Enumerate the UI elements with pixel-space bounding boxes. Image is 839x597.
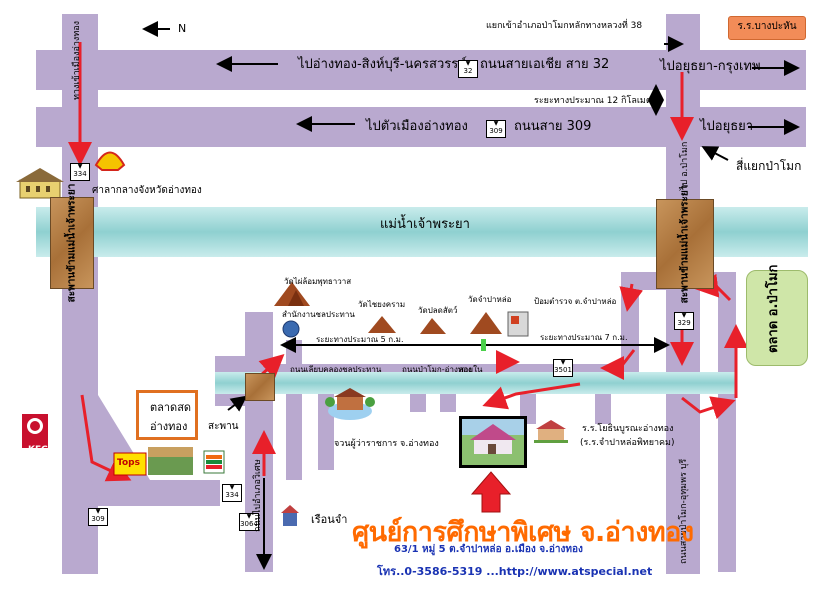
office-seal-icon xyxy=(282,320,300,338)
label-road-along-river: ถนนเลียบคลองชลประทาน xyxy=(290,365,382,374)
shield-3501: ▼3501 xyxy=(553,359,573,377)
seven-eleven-logo xyxy=(203,450,225,474)
label-road-309: ถนนสาย 309 xyxy=(514,119,592,134)
label-distance-12: ระยะทางประมาณ 12 กิโลเมตร xyxy=(534,96,657,106)
label-to-ayutthaya: ไปอยุธยา xyxy=(700,119,754,134)
kfc-logo xyxy=(22,414,48,448)
bridge-left-label: สะพานข้ามแม่น้ำเจ้าพระยา xyxy=(66,183,78,303)
prison-icon xyxy=(281,505,299,526)
shield-334: ▼334 xyxy=(70,163,90,181)
market-line2: อ่างทอง xyxy=(150,420,188,433)
label-temple2: วัดไชยงคราม xyxy=(358,300,406,309)
label-road-pamok-angthong: ถนนป่าโมก-อ่างทอง xyxy=(402,365,472,374)
label-road-saiyai: สายใน xyxy=(459,365,483,374)
shield-309b: ▼309 xyxy=(88,508,108,526)
label-road-3064: ถนนไปอำเภอวิเศษ xyxy=(253,459,263,532)
bridge-right: สะพานข้ามแม่น้ำเจ้าพระยา xyxy=(656,185,714,303)
market-line1: ตลาดสด xyxy=(150,401,192,414)
label-provincial-hall: ศาลากลางจังหวัดอ่างทอง xyxy=(92,185,202,196)
tops-text: Tops xyxy=(117,458,140,468)
north-label: N xyxy=(178,22,187,35)
badge-bang-pahan: ร.ร.บางปะหัน xyxy=(728,16,806,40)
label-distance-7: ระยะทางประมาณ 7 ก.ม. xyxy=(540,333,628,342)
label-temple4: วัดจำปาหล่อ xyxy=(468,295,512,304)
temple-icons xyxy=(274,282,502,334)
label-office: สำนักงานชลประทาน xyxy=(282,310,355,319)
shield-309: ▼309 xyxy=(486,120,506,138)
label-angthong-city-road: ทางเข้าเมืองอ่างทอง xyxy=(72,20,82,100)
shell-logo xyxy=(94,151,126,171)
market-box: ตลาดสด อ่างทอง xyxy=(136,390,198,440)
label-distance-5: ระยะทางประมาณ 5 ก.ม. xyxy=(316,335,404,344)
shield-3064: ▼3064 xyxy=(239,513,259,531)
bridge-right-label: สะพานข้ามแม่น้ำเจ้าพระยา xyxy=(679,184,691,304)
label-river: แม่น้ำเจ้าพระยา xyxy=(380,217,470,232)
green-marker xyxy=(481,339,486,351)
kfc-text: KFC xyxy=(28,445,48,455)
police-booth-icon xyxy=(507,311,529,337)
park-house-icon xyxy=(325,388,375,420)
label-asia32: ถนนสายเอเชีย สาย 32 xyxy=(480,57,610,72)
label-to-ayutthaya-bangkok: ไปอยุธยา-กรุงเทพ xyxy=(660,59,761,74)
shield-32: ▼32 xyxy=(458,60,478,78)
label-pamok-junction: สี่แยกป่าโมก xyxy=(736,159,802,173)
pamok-market-box: ตลาด อ.ป่าโมก xyxy=(746,265,808,366)
school-address: 63/1 หมู่ 5 ต.จำปาหล่อ อ.เมือง จ.อ่างทอง xyxy=(394,544,583,555)
label-to-angthong-singburi: ไปอ่างทอง-สิงห์บุรี-นครสวรรค์ xyxy=(298,57,467,72)
provincial-hall-building xyxy=(16,168,64,199)
bridge-left: สะพานข้ามแม่น้ำเจ้าพระยา xyxy=(50,184,94,302)
shield-329: ▼329 xyxy=(674,312,694,330)
school-title: ศูนย์การศึกษาพิเศษ จ.อ่างทอง xyxy=(352,517,694,548)
label-police: ป้อมตำรวจ ต.จำปาหล่อ xyxy=(534,297,617,306)
label-prison: เรือนจำ xyxy=(311,513,348,526)
tops-logo xyxy=(113,452,147,476)
school-phone: โทร..0-3586-5319 ...http://www.atspecial… xyxy=(377,565,653,578)
big-up-arrow xyxy=(470,471,512,513)
school-small-icon xyxy=(534,420,568,443)
label-temple3: วัดปลดสัตว์ xyxy=(418,306,458,315)
canal xyxy=(215,372,735,394)
shield-334b: ▼334 xyxy=(222,484,242,502)
label-school-note2: (ร.ร.จำปาหล่อพิทยาคม) xyxy=(580,438,675,448)
label-bridge-small: สะพาน xyxy=(208,421,239,432)
label-to-pamok-vertical: ไป อ.ป่าโมก xyxy=(680,141,690,190)
school-photo xyxy=(459,416,527,468)
bridge-small xyxy=(245,373,275,401)
black-direction-arrows xyxy=(142,21,800,570)
junction-note: แยกเข้าอำเภอป่าโมกหลักทางหลวงที่ 38 xyxy=(486,21,643,31)
label-school-note1: ร.ร.โยธินบูรณะอ่างทอง xyxy=(582,424,674,434)
label-temple1: วัดไผ่ล้อมพุทธาวาส xyxy=(284,277,352,286)
label-park: จวนผู้ว่าราชการ จ.อ่างทอง xyxy=(334,439,439,449)
label-to-angthong-town: ไปตัวเมืองอ่างทอง xyxy=(366,119,468,134)
pamok-market-label: ตลาด อ.ป่าโมก xyxy=(766,264,781,353)
